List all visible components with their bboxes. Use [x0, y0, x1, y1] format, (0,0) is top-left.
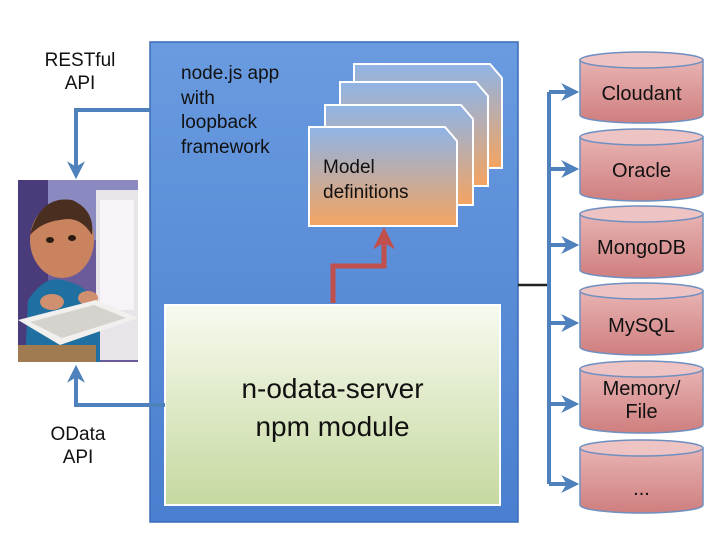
app-label-line: framework — [181, 137, 270, 159]
model-label-line: Model — [323, 157, 375, 178]
server-label-line: n-odata-server — [241, 373, 424, 404]
model-definitions-stack — [308, 63, 503, 227]
db-cylinder-mysql — [579, 282, 704, 356]
datasource-label-line: File — [625, 401, 658, 423]
datasource-label-mysql: MySQL — [580, 315, 703, 338]
datasource-cylinders — [579, 51, 704, 514]
db-cylinder-more — [579, 439, 704, 514]
odata-api-arrow — [67, 364, 165, 407]
datasource-label-line: MySQL — [608, 315, 675, 337]
n-odata-server-label: n-odata-server npm module — [165, 370, 500, 446]
server-to-model-arrow — [330, 227, 396, 303]
model-definitions-card — [308, 126, 458, 227]
datasource-branch-arrows — [547, 83, 580, 493]
restful-api-arrow — [67, 108, 150, 180]
datasource-label-line: ... — [633, 478, 650, 500]
app-label-line: node.js app — [181, 63, 280, 84]
datasource-label-line: Memory/ — [602, 378, 681, 400]
odata-api-label: OData API — [28, 424, 128, 470]
app-label: node.js app with loopback framework — [181, 62, 341, 161]
restful-label-line2: API — [64, 72, 96, 94]
datasource-label-cloudant: Cloudant — [580, 83, 703, 106]
odata-label-line2: API — [62, 446, 94, 468]
app-label-line: loopback — [181, 112, 258, 134]
datasource-label-memory-file: Memory/ File — [580, 378, 703, 424]
restful-api-label: RESTful API — [30, 50, 130, 96]
app-label-line: with — [181, 87, 215, 109]
datasource-label-mongodb: MongoDB — [580, 237, 703, 260]
model-label-line: definitions — [323, 181, 409, 203]
db-cylinder-oracle — [579, 128, 704, 202]
db-cylinder-memory-file — [579, 360, 704, 434]
restful-label-line1: RESTful — [44, 50, 116, 71]
n-odata-server-box — [164, 304, 501, 506]
child-at-computer-photo — [18, 180, 138, 362]
datasource-label-line: MongoDB — [597, 237, 686, 259]
datasource-label-line: Oracle — [612, 160, 671, 182]
datasource-label-more: ... — [580, 478, 703, 501]
db-cylinder-mongodb — [579, 205, 704, 279]
datasource-label-line: Cloudant — [601, 83, 682, 105]
db-cylinder-cloudant — [579, 51, 704, 124]
model-definitions-label: Model definitions — [323, 156, 453, 205]
server-label-line: npm module — [255, 410, 410, 442]
datasource-label-oracle: Oracle — [580, 160, 703, 183]
odata-label-line1: OData — [50, 424, 106, 445]
